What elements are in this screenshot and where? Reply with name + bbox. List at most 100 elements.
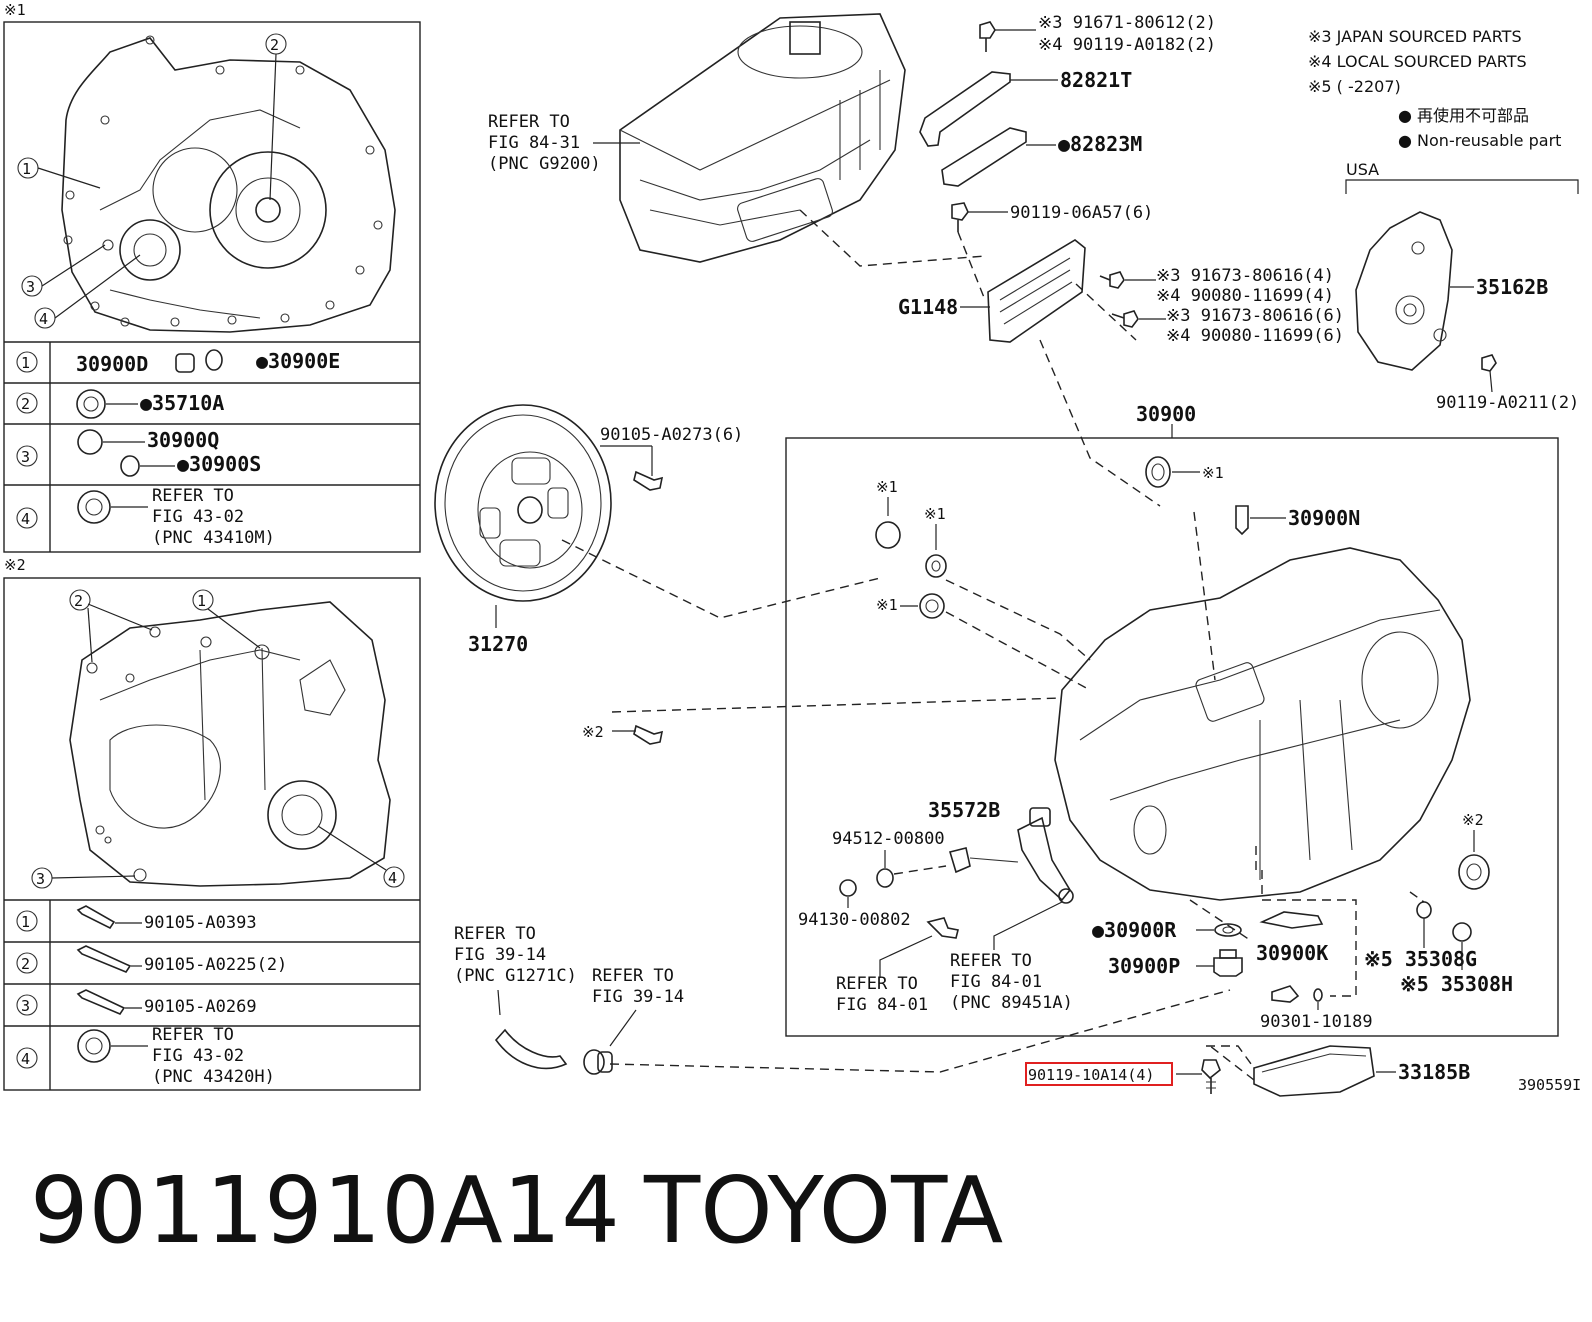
bolt-90119-06a57 — [951, 202, 1008, 232]
seal-left-1: ※1 — [876, 593, 945, 619]
svg-text:FIG 39-14: FIG 39-14 — [592, 987, 684, 1007]
bolt-90119-10a14[interactable] — [1176, 1059, 1221, 1094]
part-label-90119-06a57: 90119-06A57(6) — [1010, 203, 1153, 223]
svg-text:(PNC G1271C): (PNC G1271C) — [454, 966, 577, 986]
part-label-90119-a0211: 90119-A0211(2) — [1436, 393, 1579, 413]
part-label-30900p: 30900P — [1108, 954, 1180, 978]
inset-2-row-1: 1 90105-A0393 — [16, 905, 257, 933]
sensor-30900n — [1235, 505, 1286, 536]
part-label-82821t: 82821T — [1060, 68, 1132, 92]
part-label-91673-6: ※3 91673-80616(6) — [1166, 306, 1344, 326]
inset-2: ※2 2 1 3 4 — [3, 556, 421, 1091]
bolt-icon — [76, 989, 126, 1015]
svg-text:(PNC 89451A): (PNC 89451A) — [950, 993, 1073, 1013]
inset-1-callouts: 1 2 3 4 — [17, 33, 287, 329]
usa-bracket — [1345, 179, 1579, 194]
inset-2-frame — [3, 577, 421, 1091]
part-label-33185b: 33185B — [1398, 1060, 1470, 1084]
refer-g9200: REFER TO FIG 84-31 (PNC G9200) — [488, 112, 640, 174]
marker-1-d: ※1 — [876, 596, 898, 614]
svg-text:FIG 43-02: FIG 43-02 — [152, 1046, 244, 1066]
part-label-94512: 94512-00800 — [832, 829, 945, 849]
svg-text:4: 4 — [39, 310, 48, 328]
marker-2-b: ※2 — [1462, 811, 1484, 829]
inverter-assembly-sketch — [619, 13, 906, 263]
inset-1: ※1 1 2 — [3, 1, 421, 553]
marker-1-b: ※1 — [876, 478, 898, 496]
part-label-90105-a0273: 90105-A0273(6) — [600, 425, 743, 445]
seal-right-2 — [1458, 830, 1490, 890]
inset-2-callouts: 2 1 3 4 — [31, 589, 405, 889]
legend-non-reusable-jp: ● 再使用不可部品 — [1398, 106, 1529, 125]
fluid-temp-dashed-group — [1255, 846, 1357, 1010]
part-label: 30900Q — [147, 428, 219, 452]
svg-text:(PNC G9200): (PNC G9200) — [488, 154, 601, 174]
part-label: 30900D — [76, 352, 148, 376]
guard-33185b — [1206, 1045, 1396, 1097]
part-label: ●35710A — [140, 391, 224, 415]
oil-seal-icon — [77, 1029, 111, 1063]
part-label: ●30900S — [177, 452, 261, 476]
svg-text:REFER TO: REFER TO — [836, 974, 918, 994]
bolt-91671 — [979, 21, 1036, 52]
legend-usa: USA — [1346, 160, 1379, 179]
case-cover-sketch — [61, 37, 396, 333]
inset-2-row-2: 2 90105-A0225(2) — [16, 945, 287, 975]
legend-local: ※4 LOCAL SOURCED PARTS — [1308, 52, 1527, 71]
plug-left-1: ※1 — [875, 478, 901, 549]
gasket-left-1: ※1 — [924, 505, 947, 578]
connector-g1148 — [960, 239, 1086, 343]
part-label-35572b: 35572B — [928, 798, 1000, 822]
legend-non-reusable-en: ● Non-reusable part — [1398, 131, 1561, 150]
gasket-icon — [120, 455, 140, 477]
svg-text:4: 4 — [388, 869, 397, 887]
part-label-g1148: G1148 — [898, 295, 958, 319]
svg-text:3: 3 — [26, 278, 35, 296]
bolt-icon — [76, 945, 132, 973]
part-label-90119-10a14[interactable]: 90119-10A14(4) — [1028, 1066, 1154, 1084]
part-label-30900r: ●30900R — [1092, 918, 1177, 942]
inset-1-row-3: 3 30900Q ●30900S — [16, 428, 261, 477]
part-label-90080-6: ※4 90080-11699(6) — [1166, 326, 1344, 346]
plug-icon — [77, 429, 103, 455]
part-label-82823m: ●82823M — [1058, 132, 1142, 156]
highlight-box — [1025, 1062, 1173, 1086]
legend: ※3 JAPAN SOURCED PARTS ※4 LOCAL SOURCED … — [1308, 27, 1579, 194]
inset-2-marker: ※2 — [4, 556, 26, 574]
svg-text:2: 2 — [21, 955, 30, 973]
plug-30900p — [1196, 949, 1243, 977]
legend-range: ※5 ( -2207) — [1308, 77, 1401, 96]
legend-japan: ※3 JAPAN SOURCED PARTS — [1308, 27, 1522, 46]
svg-text:1: 1 — [22, 160, 31, 178]
marker-1-a: ※1 — [1202, 464, 1224, 482]
transaxle-body-sketch — [1054, 547, 1471, 901]
oil-seal-icon — [76, 389, 106, 419]
svg-text:4: 4 — [21, 1050, 30, 1068]
svg-text:3: 3 — [21, 448, 30, 466]
clutch-disc-31270 — [434, 404, 612, 628]
svg-text:FIG 39-14: FIG 39-14 — [454, 945, 546, 965]
clip-3914 — [583, 1009, 637, 1075]
inset-1-row-4: 4 REFER TO FIG 43-02 (PNC 43410M) — [16, 486, 275, 548]
svg-text:(PNC 43410M): (PNC 43410M) — [152, 528, 275, 548]
plug-35308h — [1452, 922, 1472, 970]
svg-text:2: 2 — [74, 592, 83, 610]
svg-text:REFER TO: REFER TO — [454, 924, 536, 944]
bolts-91673 — [1099, 271, 1166, 328]
part-label-90301: 90301-10189 — [1260, 1012, 1373, 1032]
svg-text:REFER TO: REFER TO — [950, 951, 1032, 971]
svg-text:REFER TO: REFER TO — [592, 966, 674, 986]
part-label: 90105-A0393 — [144, 913, 257, 933]
gasket-icon — [205, 349, 223, 371]
svg-text:FIG 43-02: FIG 43-02 — [152, 507, 244, 527]
inset-1-frame — [3, 21, 421, 553]
svg-text:(PNC 43420H): (PNC 43420H) — [152, 1067, 275, 1087]
leader-89451a — [993, 901, 1063, 950]
inset-1-row-1: 1 30900D ●30900E — [16, 349, 340, 376]
part-label: 90105-A0269 — [144, 997, 257, 1017]
svg-text:REFER TO: REFER TO — [152, 486, 234, 506]
part-label-90119-a0182: ※4 90119-A0182(2) — [1038, 35, 1216, 55]
figure-id: 390559I — [1518, 1076, 1581, 1094]
